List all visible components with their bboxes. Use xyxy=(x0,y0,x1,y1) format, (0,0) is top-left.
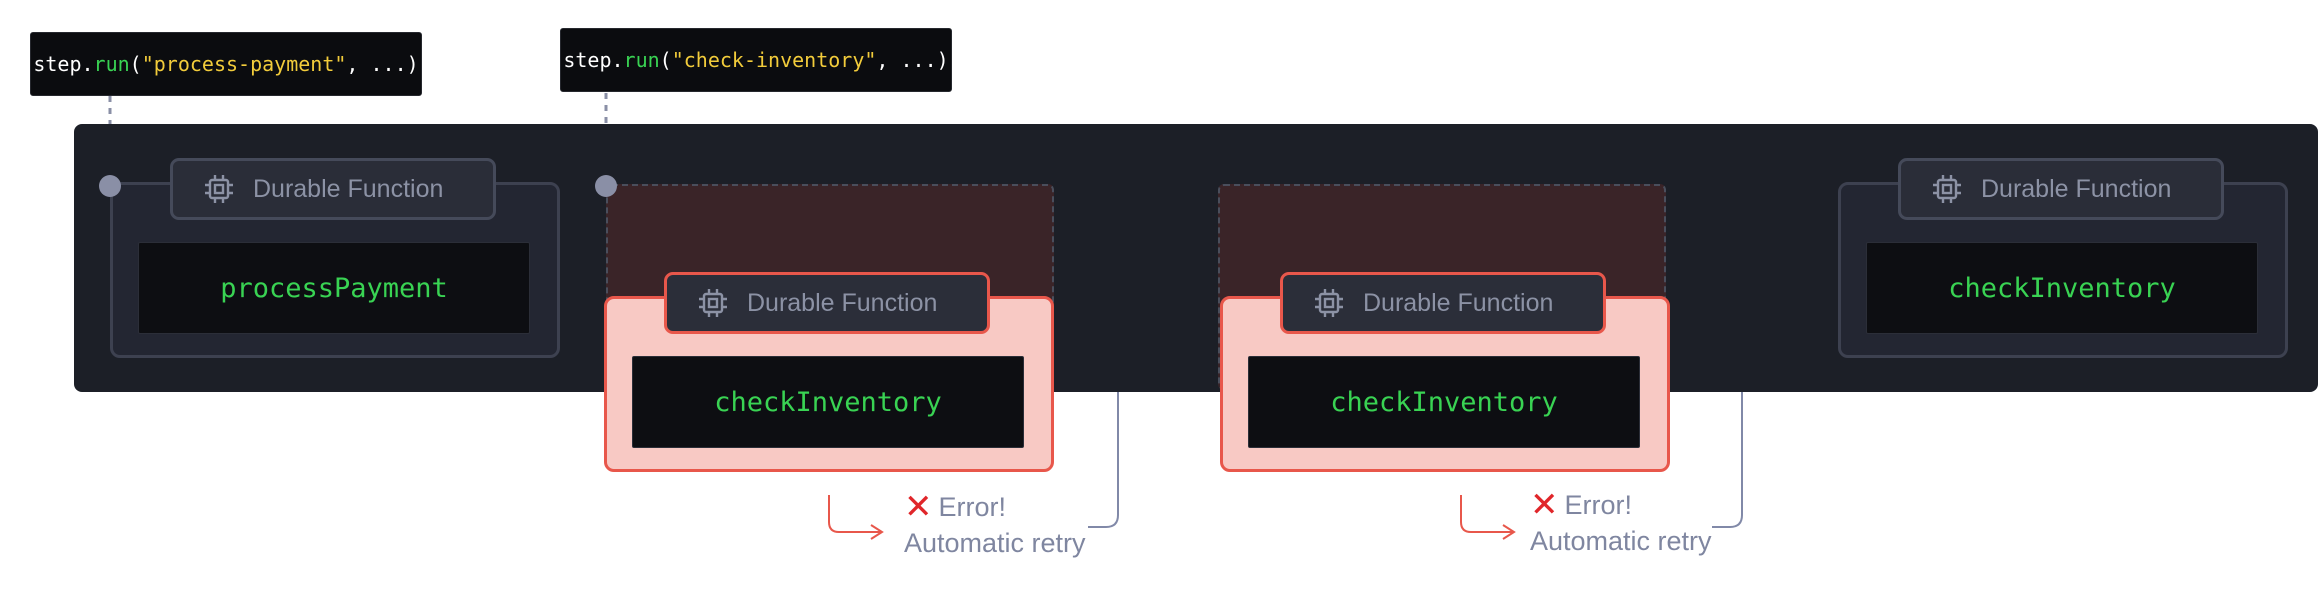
badge-label: Durable Function xyxy=(1363,288,1554,317)
snippet-rest: , ...) xyxy=(876,48,949,72)
function-name-box-4: checkInventory xyxy=(1866,242,2258,334)
snippet-method: run xyxy=(93,52,130,76)
snippet-dot: . xyxy=(81,52,94,76)
retry-label: Automatic retry xyxy=(1530,526,1712,556)
snippet-rest: , ...) xyxy=(346,52,419,76)
snippet-method: run xyxy=(623,48,660,72)
chip-icon xyxy=(205,175,233,203)
snippet-dot: . xyxy=(611,48,624,72)
snippet-object: step xyxy=(563,48,612,72)
snippet-open: ( xyxy=(659,48,672,72)
badge-label: Durable Function xyxy=(253,174,444,203)
function-name-box-2: checkInventory xyxy=(632,356,1024,448)
snippet-arg: "process-payment" xyxy=(141,52,347,76)
error-arrowhead-1 xyxy=(870,524,884,540)
durable-function-badge-2: Durable Function xyxy=(664,272,990,334)
code-snippet-check-inventory: step.run("check-inventory", ...) xyxy=(560,28,952,92)
chip-icon xyxy=(699,289,727,317)
chip-icon xyxy=(1315,289,1343,317)
code-snippet-process-payment: step.run("process-payment", ...) xyxy=(30,32,422,96)
function-name: checkInventory xyxy=(714,386,942,418)
error-arrow-2 xyxy=(1460,495,1514,533)
badge-label: Durable Function xyxy=(747,288,938,317)
snippet-object: step xyxy=(33,52,82,76)
function-name: checkInventory xyxy=(1948,272,2176,304)
durable-function-badge-4: Durable Function xyxy=(1898,158,2224,220)
connector-dot-1 xyxy=(99,175,121,197)
error-arrowhead-2 xyxy=(1502,524,1516,540)
snippet-arg: "check-inventory" xyxy=(671,48,877,72)
snippet-open: ( xyxy=(129,52,142,76)
function-name: checkInventory xyxy=(1330,386,1558,418)
function-name-box-3: checkInventory xyxy=(1248,356,1640,448)
chip-icon xyxy=(1933,175,1961,203)
retry-label: Automatic retry xyxy=(904,528,1086,558)
error-annotation-2: ✕ Error! Automatic retry xyxy=(1530,485,1770,566)
error-label: Error! xyxy=(1564,489,1633,520)
x-icon: ✕ xyxy=(904,487,933,527)
durable-function-badge-3: Durable Function xyxy=(1280,272,1606,334)
error-annotation-1: ✕ Error! Automatic retry xyxy=(904,487,1144,568)
error-label: Error! xyxy=(938,491,1007,522)
error-arrow-1 xyxy=(828,495,882,533)
function-name: processPayment xyxy=(220,272,448,304)
badge-label: Durable Function xyxy=(1981,174,2172,203)
durable-function-badge-1: Durable Function xyxy=(170,158,496,220)
connector-dot-2 xyxy=(595,175,617,197)
function-name-box-1: processPayment xyxy=(138,242,530,334)
x-icon: ✕ xyxy=(1530,485,1559,525)
